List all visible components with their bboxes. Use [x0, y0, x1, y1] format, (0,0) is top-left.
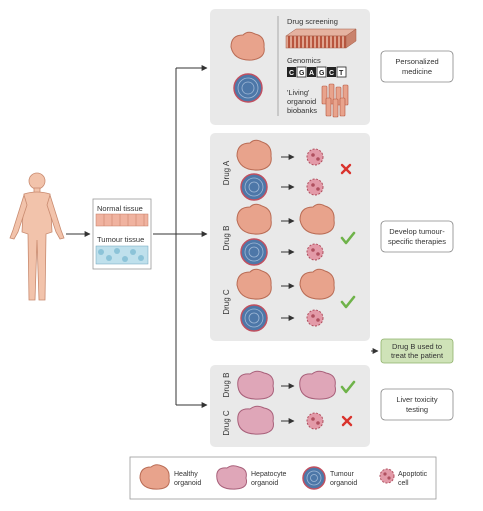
legend-hepatocyte-label: Hepatocyte: [251, 471, 287, 478]
biobank-tubes-icon: [321, 83, 349, 118]
apoptotic-cell-icon: [306, 243, 324, 261]
check-icon: [340, 231, 356, 245]
treatment-result-label: treat the patient: [391, 351, 444, 360]
personalized-medicine-label: Personalized: [395, 57, 438, 66]
liver-drug-b-label: Drug B: [222, 373, 231, 398]
genomics-base: G: [299, 70, 305, 77]
genomics-base: C: [329, 70, 334, 77]
apoptotic-cell-icon: [306, 309, 324, 327]
normal-tissue-label: Normal tissue: [97, 204, 143, 213]
human-body-icon: [9, 172, 65, 301]
drug-screening-plate-icon: [285, 28, 357, 49]
living-label-line3: biobanks: [287, 106, 317, 115]
legend-healthy-icon: [139, 464, 170, 490]
cross-icon: [341, 415, 353, 427]
genomics-base: A: [309, 70, 314, 77]
healthy-organoid-icon: [230, 31, 265, 61]
tumour-therapies-label: specific therapies: [388, 237, 446, 246]
legend-tumour-label: organoid: [330, 480, 357, 487]
drug-screening-label: Drug screening: [287, 17, 338, 26]
personalized-medicine-box: [380, 50, 454, 83]
healthy-organoid-icon: [299, 203, 335, 235]
tumour-organoid-icon: [233, 73, 263, 103]
healthy-organoid-icon: [236, 203, 272, 235]
genomics-base: G: [319, 70, 325, 77]
tumour-organoid-icon: [240, 238, 268, 266]
legend-healthy-label: Healthy: [174, 471, 198, 478]
living-label-line2: organoid: [287, 97, 316, 106]
legend-hepatocyte-label: organoid: [251, 480, 278, 487]
genomics-label: Genomics: [287, 56, 321, 65]
legend-hepatocyte-icon: [216, 465, 247, 490]
liver-panel: [210, 365, 370, 447]
drug-a-label: Drug A: [222, 160, 231, 185]
genomics-sequence: C G A G C T: [287, 66, 347, 78]
legend-apoptotic-icon: [379, 468, 395, 484]
tumour-therapies-label: Develop tumour-: [389, 227, 445, 236]
legend-apoptotic-label: cell: [398, 480, 409, 487]
personalized-medicine-label: medicine: [402, 67, 432, 76]
treatment-result-label: Drug B used to: [392, 342, 442, 351]
tumour-tissue-label: Tumour tissue: [97, 235, 144, 244]
liver-drug-c-label: Drug C: [222, 410, 231, 436]
cross-icon: [340, 163, 352, 175]
healthy-organoid-icon: [299, 268, 335, 300]
healthy-organoid-icon: [236, 268, 272, 300]
apoptotic-cell-icon: [306, 148, 324, 166]
genomics-base: T: [339, 70, 344, 77]
hepatocyte-organoid-icon: [237, 370, 274, 400]
drug-c-label: Drug C: [222, 289, 231, 315]
liver-toxicity-label: testing: [406, 405, 428, 414]
liver-toxicity-box: [380, 388, 454, 421]
apoptotic-cell-icon: [306, 178, 324, 196]
legend-apoptotic-label: Apoptotic: [398, 471, 428, 478]
tumour-organoid-icon: [240, 304, 268, 332]
treatment-result-box: [380, 338, 454, 364]
legend-tumour-icon: [302, 466, 326, 490]
tumour-tissue-cells: [95, 245, 149, 265]
liver-toxicity-label: Liver toxicity: [396, 395, 438, 404]
normal-tissue-cells: [95, 213, 149, 227]
check-icon: [340, 295, 356, 309]
check-icon: [340, 380, 356, 394]
tumour-therapies-box: [380, 220, 454, 253]
apoptotic-cell-icon: [306, 412, 324, 430]
hepatocyte-organoid-icon: [237, 405, 274, 435]
hepatocyte-organoid-icon: [299, 370, 336, 400]
legend-tumour-label: Tumour: [330, 471, 355, 478]
tumour-panel: [210, 133, 370, 341]
living-label-line1: 'Living': [287, 88, 310, 97]
legend-healthy-label: organoid: [174, 480, 201, 487]
tumour-organoid-icon: [240, 173, 268, 201]
healthy-organoid-icon: [236, 139, 272, 171]
drug-b-label: Drug B: [222, 226, 231, 251]
genomics-base: C: [289, 70, 294, 77]
